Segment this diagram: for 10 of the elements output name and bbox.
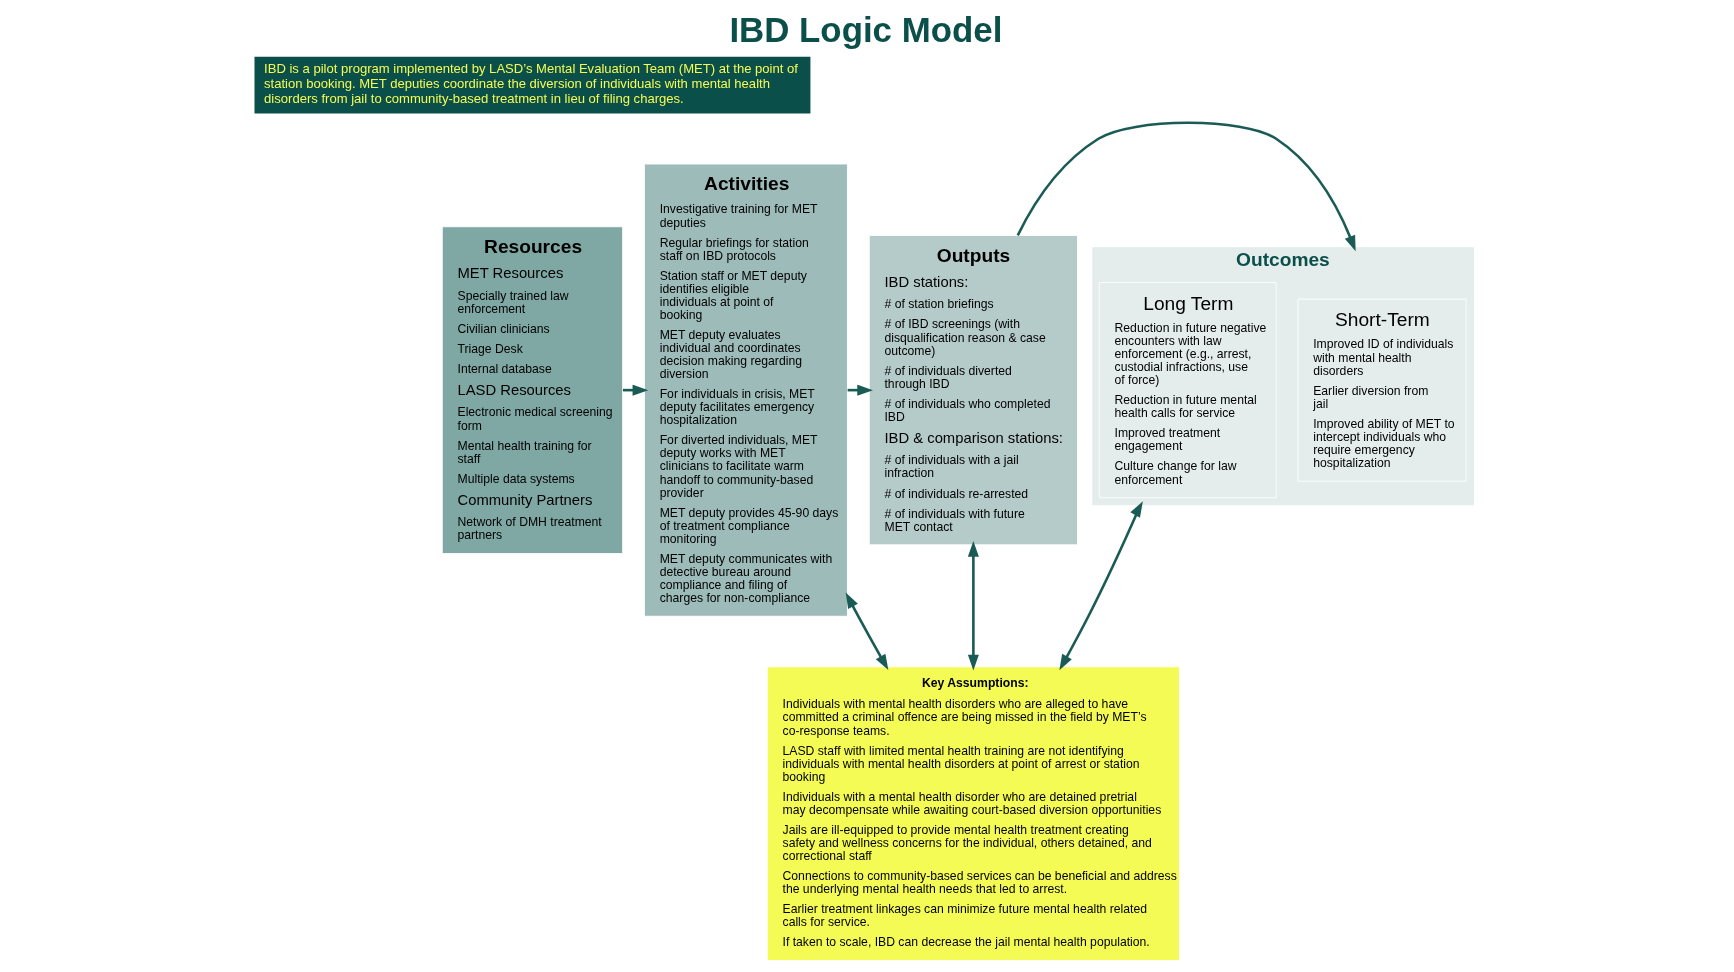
arrow — [1016, 121, 1356, 252]
node-box: Activities Investigative training for MET deputies Regular briefings for station staff on IBD protocols Station staff or MET deputy identifies eligible individuals at point of booking MET deputy evaluates individual and coordinates decision making regarding diversion For individuals in crisis, MET deputy facilitates emergency hospitalization For diverted individuals, MET deputy works with MET clinicians to facilitate warm handoff to community-based provider MET deputy provides 45-90 days of treatment compliance monitoring MET deputy communicates with detective bureau around compliance and filing of charges for non-compliance — [643, 163, 848, 617]
arrow — [1058, 501, 1143, 671]
node-box: Resources MET Resources Specially trained law enforcement Civilian clinicians Triage Desk Internal database LASD Resources Electronic medical screening form Mental health training for staff Multiple data systems Community Partners Network of DMH treatment partners — [441, 226, 623, 554]
arrow — [967, 541, 979, 671]
node-box: Key Assumptions: Individuals with mental health disorders who are alleged to have committed a criminal offence are being missed in the field by MET’s co-response teams. LASD staff with limited mental health training are not identifying individuals with mental health disorders at point of arrest or station booking Individuals with a mental health disorder who are detained pretrial may decompensate while awaiting court-based diversion opportunities Jails are ill-equipped to provide mental health treatment creating safety and wellness concerns for the individual, others detained, and correctional staff Connections to community-based services can be beneficial and address the underlying mental health needs that led to arrest. Earlier treatment linkages can minimize future mental health related calls for service. If taken to scale, IBD can decrease the jail mental health population. — [766, 666, 1180, 961]
node-box: Outputs IBD stations: # of station briefings # of IBD screenings (with disqualification reason & case outcome) # of individuals diverted through IBD # of individuals who completed IBD IBD & comparison stations: # of individuals with a jail infraction # of individuals re-arrested # of individuals with future MET contact — [868, 235, 1078, 546]
label: IBD is a pilot program implemented by LASD’s Mental Evaluation Team (MET) at the point of station booking. MET deputies coordinate the diversion of individuals with mental health disorders from jail to community-based treatment in lieu of filing charges. — [263, 61, 798, 107]
arrow — [845, 592, 888, 671]
diagram-title: IBD Logic Model — [728, 10, 1002, 50]
